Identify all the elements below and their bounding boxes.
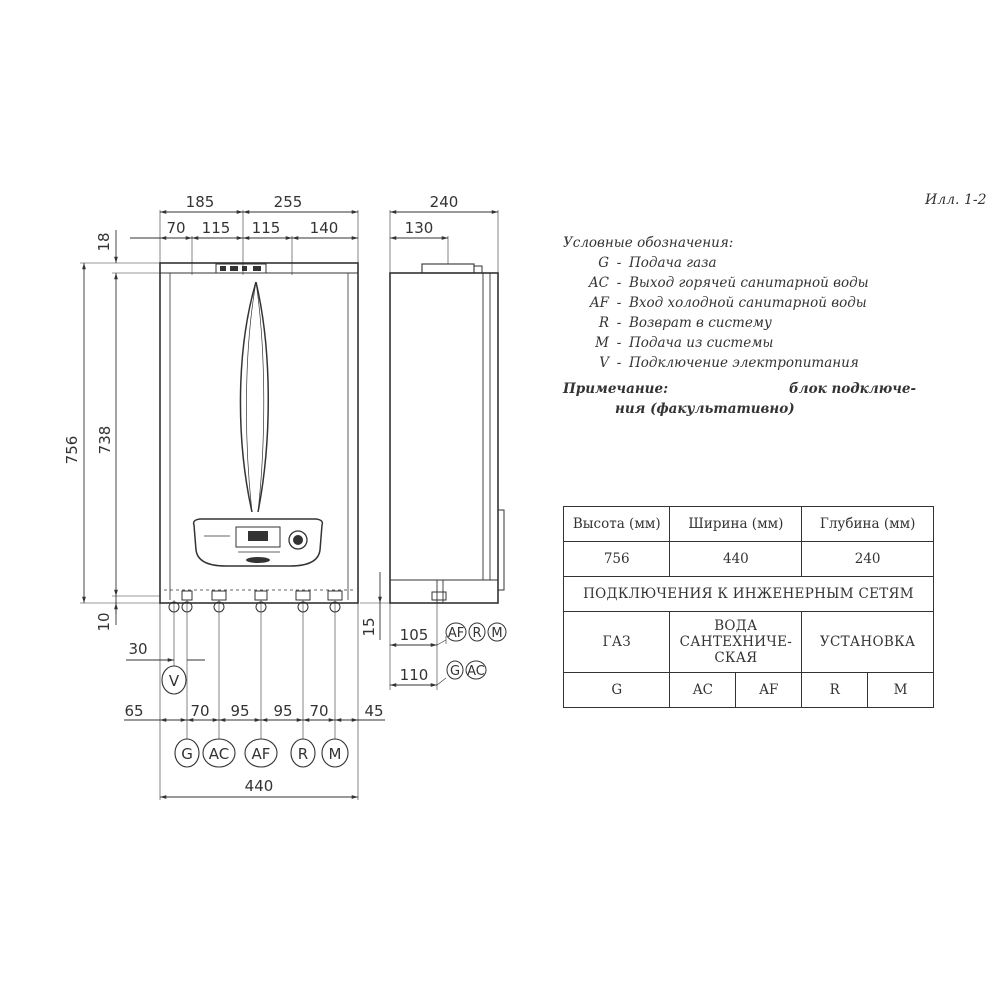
value-height: 756 <box>562 541 671 577</box>
value-width: 440 <box>669 541 803 577</box>
side-dimension-lines <box>360 210 499 690</box>
table-row: G AC AF R M <box>562 672 934 708</box>
dim-110: 110 <box>400 666 429 684</box>
label-g: G <box>181 745 193 763</box>
code-r: R <box>801 672 869 708</box>
side-label-m: M <box>491 626 502 641</box>
dim-65: 65 <box>124 702 143 720</box>
dim-115-a: 115 <box>202 219 231 237</box>
dim-105: 105 <box>400 626 429 644</box>
dim-130: 130 <box>405 219 434 237</box>
dim-70-b: 70 <box>309 702 328 720</box>
legend-item: R-Возврат в систему <box>598 315 772 331</box>
side-dimension-labels: 240 130 15 105 110 <box>360 193 458 684</box>
front-panel-lens <box>239 281 269 513</box>
figure-label: Илл. 1-2 <box>925 192 987 208</box>
legend-item: AF-Вход холодной санитарной воды <box>589 295 867 311</box>
dim-95-b: 95 <box>273 702 292 720</box>
dim-18: 18 <box>95 232 113 251</box>
dim-756: 756 <box>63 436 81 465</box>
legend-item: AC-Выход горячей санитарной воды <box>588 275 869 291</box>
note-line-2: ния (факультативно) <box>615 401 795 417</box>
label-v: V <box>169 672 180 690</box>
dim-15: 15 <box>360 617 378 636</box>
table-row: ПОДКЛЮЧЕНИЯ К ИНЖЕНЕРНЫМ СЕТЯМ <box>563 576 934 612</box>
legend-item: G-Подача газа <box>598 255 717 271</box>
dim-70-a: 70 <box>190 702 209 720</box>
legend-title: Условные обозначения: <box>563 235 734 251</box>
dim-95-a: 95 <box>230 702 249 720</box>
label-af: AF <box>252 745 271 763</box>
dim-45: 45 <box>364 702 383 720</box>
label-r: R <box>298 745 308 763</box>
header-height: Высота (мм) <box>562 506 671 542</box>
dim-240: 240 <box>430 193 459 211</box>
dim-738: 738 <box>96 426 114 455</box>
front-view <box>159 262 359 613</box>
table-row: ГАЗ ВОДА САНТЕХНИЧЕ- СКАЯ УСТАНОВКА <box>562 611 934 673</box>
dim-440: 440 <box>245 777 274 795</box>
dim-30: 30 <box>128 640 147 658</box>
legend-item: V-Подключение электропитания <box>599 355 859 371</box>
header-depth: Глубина (мм) <box>801 506 934 542</box>
front-dimension-labels: 185 255 70 115 115 140 18 756 738 10 30 … <box>63 193 384 795</box>
value-depth: 240 <box>801 541 934 577</box>
code-m: M <box>867 672 934 708</box>
note-line-1: блок подключе- <box>789 381 917 397</box>
group-install: УСТАНОВКА <box>801 611 934 673</box>
code-ac: AC <box>669 672 737 708</box>
legend-item: M-Подача из системы <box>595 335 774 351</box>
boiler-side-body <box>389 272 499 604</box>
section-title: ПОДКЛЮЧЕНИЯ К ИНЖЕНЕРНЫМ СЕТЯМ <box>563 576 934 612</box>
table-row: 756 440 240 <box>562 541 934 577</box>
legend-note: Примечание: блок подключе- ния (факультат… <box>563 379 963 419</box>
legend: Условные обозначения: G-Подача газа AC-В… <box>563 233 963 419</box>
side-view <box>389 263 505 604</box>
dim-185: 185 <box>186 193 215 211</box>
side-label-r: R <box>472 626 481 641</box>
group-gas: ГАЗ <box>562 611 671 673</box>
control-panel <box>192 518 324 567</box>
header-width: Ширина (мм) <box>669 506 803 542</box>
code-g: G <box>562 672 671 708</box>
side-label-g: G <box>450 664 460 679</box>
boiler-front-body <box>159 262 359 604</box>
side-connection-labels: AF R M G AC <box>448 626 503 679</box>
label-ac: AC <box>209 745 229 763</box>
front-dimension-lines <box>82 210 385 799</box>
label-m: M <box>329 745 342 763</box>
dim-255: 255 <box>274 193 303 211</box>
code-af: AF <box>735 672 803 708</box>
spec-table: Высота (мм) Ширина (мм) Глубина (мм) 756… <box>562 506 934 708</box>
dim-10: 10 <box>95 612 113 631</box>
dim-70-top: 70 <box>166 219 185 237</box>
group-water: ВОДА САНТЕХНИЧЕ- СКАЯ <box>669 611 803 673</box>
side-connection-circles <box>445 622 507 680</box>
dim-115-b: 115 <box>252 219 281 237</box>
side-label-ac: AC <box>467 664 485 679</box>
dim-140: 140 <box>310 219 339 237</box>
note-label: Примечание: <box>563 381 669 397</box>
connection-circles <box>161 665 349 768</box>
table-row: Высота (мм) Ширина (мм) Глубина (мм) <box>562 506 934 542</box>
side-label-af: AF <box>448 626 464 641</box>
connection-labels: V G AC AF R M <box>169 672 342 763</box>
